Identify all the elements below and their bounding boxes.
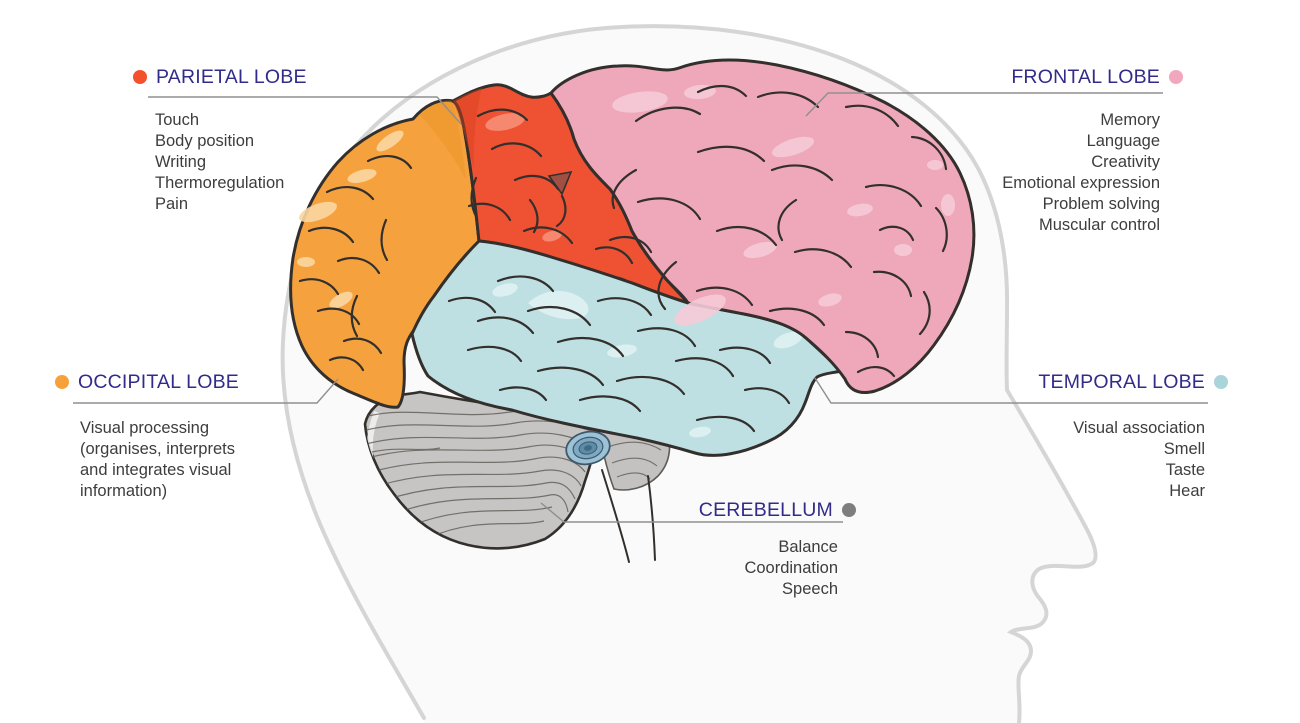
temporal-sulci — [447, 275, 791, 433]
label-item: Balance — [778, 538, 838, 556]
label-item: Speech — [782, 580, 838, 598]
frontal-sulci — [608, 85, 948, 378]
label-item: Pain — [155, 195, 189, 213]
label-item: Touch — [155, 111, 200, 129]
leader-lines — [73, 92, 1208, 523]
parietal-bullet-icon — [133, 70, 147, 84]
label-item: Muscular control — [1038, 216, 1160, 234]
label-item: Visual processing — [80, 419, 210, 437]
occipital-title: OCCIPITAL LOBE — [78, 371, 240, 393]
parietal-title: PARIETAL LOBE — [156, 66, 307, 88]
label-item: Smell — [1163, 440, 1205, 458]
label-item: and integrates visual — [80, 461, 232, 479]
label-item: Memory — [1100, 111, 1160, 129]
label-item: Writing — [155, 153, 207, 171]
parietal-shading — [453, 88, 482, 168]
parietal-label: PARIETAL LOBE — [133, 66, 307, 88]
frontal-leader-line — [805, 92, 1163, 117]
label-item: Hear — [1169, 482, 1205, 500]
cerebellum-bullet-icon — [842, 503, 856, 517]
label-item: Problem solving — [1042, 195, 1160, 213]
occipital-highlights — [297, 130, 404, 309]
cerebellum-label: CEREBELLUM — [699, 499, 856, 521]
label-item: (organises, interprets — [80, 440, 235, 458]
parietal-leader-line — [148, 96, 462, 125]
frontal-lobe-region — [549, 58, 976, 394]
temporal-title: TEMPORAL LOBE — [1038, 371, 1205, 393]
occipital-bullet-icon — [55, 375, 69, 389]
temporal-leader-line — [814, 377, 1208, 404]
label-item: Emotional expression — [1002, 174, 1160, 192]
brainstem-spiral — [565, 430, 611, 466]
temporal-lobe-region — [410, 239, 843, 457]
occipital-label: OCCIPITAL LOBE — [55, 371, 239, 393]
label-item: Coordination — [744, 559, 838, 577]
label-item: information) — [80, 482, 168, 500]
frontal-label: FRONTAL LOBE — [1011, 66, 1183, 88]
occipital-leader-line — [73, 378, 339, 404]
label-item: Taste — [1165, 461, 1205, 479]
occipital-lobe-region — [289, 98, 481, 409]
temporal-bullet-icon — [1214, 375, 1228, 389]
occipital-functions-list: Visual processing (organises, interprets a… — [80, 418, 235, 502]
label-item: Language — [1086, 132, 1160, 150]
cerebellum-leader-line — [540, 502, 843, 523]
label-item: Visual association — [1073, 419, 1205, 437]
occipital-sulci — [298, 154, 413, 372]
label-item: Body position — [155, 132, 255, 150]
frontal-bullet-icon — [1169, 70, 1183, 84]
frontal-title: FRONTAL LOBE — [1011, 66, 1160, 88]
temporal-label: TEMPORAL LOBE — [1038, 371, 1228, 393]
occipital-shading — [420, 100, 466, 180]
cerebellum-title: CEREBELLUM — [698, 499, 833, 521]
brainstem-lines — [601, 469, 656, 563]
label-item: Thermoregulation — [155, 174, 285, 192]
label-item: Creativity — [1091, 153, 1160, 171]
